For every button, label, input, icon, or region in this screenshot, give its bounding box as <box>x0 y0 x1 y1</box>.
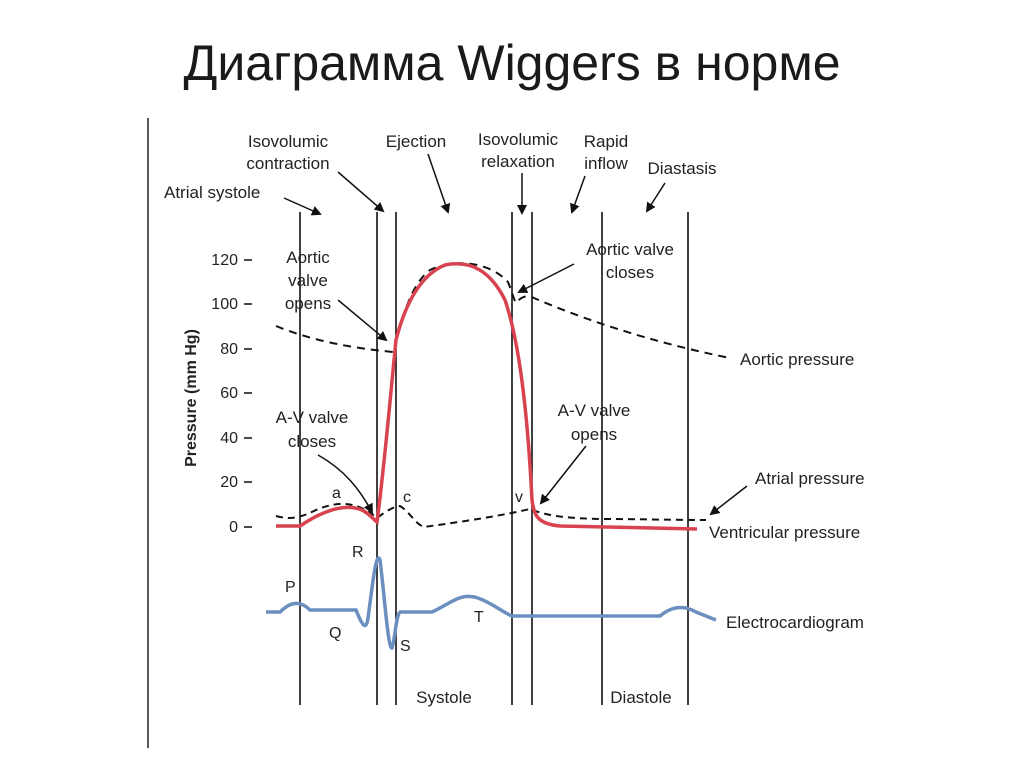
phase-dividers <box>299 212 689 705</box>
label-isovolumic-contraction-1: Isovolumic <box>248 132 329 151</box>
atrial-pressure-curve <box>275 502 707 529</box>
y-tick-60: 60 <box>220 385 238 402</box>
ecg-label-t: T <box>474 609 484 626</box>
ecg-label-q: Q <box>329 625 341 642</box>
label-ventricular-pressure: Ventricular pressure <box>709 523 860 542</box>
label-aortic-pressure: Aortic pressure <box>740 350 854 369</box>
arrow-aortic-valve-closes <box>517 263 575 293</box>
y-axis-label: Pressure (mm Hg) <box>183 329 200 467</box>
atrial-label-v: v <box>515 489 523 506</box>
y-tick-100: 100 <box>211 296 238 313</box>
label-aortic-valve-closes-2: closes <box>606 263 654 282</box>
event-arrows <box>317 263 748 516</box>
label-aortic-valve-opens-3: opens <box>285 294 331 313</box>
label-av-valve-closes-1: A-V valve <box>276 408 349 427</box>
label-diastasis: Diastasis <box>648 159 717 178</box>
label-atrial-systole: Atrial systole <box>164 183 260 202</box>
arrow-isovolumic-contraction <box>337 171 385 213</box>
arrow-av-valve-closes <box>317 454 373 514</box>
arrow-aortic-valve-opens <box>337 299 388 342</box>
label-ejection: Ejection <box>386 132 446 151</box>
label-rapid-inflow-1: Rapid <box>584 132 628 151</box>
phase-arrows <box>283 153 666 216</box>
slide-title: Диаграмма Wiggers в норме <box>183 35 841 91</box>
atrial-label-c: c <box>403 489 411 506</box>
label-rapid-inflow-2: inflow <box>584 154 628 173</box>
label-av-valve-opens-1: A-V valve <box>558 401 631 420</box>
label-isovolumic-relaxation-1: Isovolumic <box>478 130 559 149</box>
ecg-label-r: R <box>352 544 364 561</box>
y-tick-20: 20 <box>220 474 238 491</box>
y-tick-0: 0 <box>229 519 238 536</box>
label-aortic-valve-opens-2: valve <box>288 271 328 290</box>
y-tick-120: 120 <box>211 252 238 269</box>
label-isovolumic-relaxation-2: relaxation <box>481 152 555 171</box>
label-atrial-pressure: Atrial pressure <box>755 469 865 488</box>
y-tick-80: 80 <box>220 341 238 358</box>
label-aortic-valve-closes-1: Aortic valve <box>586 240 674 259</box>
atrial-label-a: a <box>332 485 341 502</box>
arrow-atrial-systole <box>283 197 322 216</box>
aortic-pressure-curve <box>275 262 731 359</box>
arrow-diastasis <box>645 182 666 213</box>
arrow-ejection <box>427 153 451 214</box>
ecg-label-s: S <box>400 638 411 655</box>
y-axis-ticks: 120 100 80 60 40 20 0 <box>211 252 238 536</box>
label-systole: Systole <box>416 688 472 707</box>
electrocardiogram-curve <box>266 556 717 650</box>
arrow-rapid-inflow <box>570 175 586 214</box>
label-diastole: Diastole <box>610 688 671 707</box>
arrow-atrial-pressure <box>709 485 748 516</box>
label-isovolumic-contraction-2: contraction <box>246 154 329 173</box>
y-tick-40: 40 <box>220 430 238 447</box>
label-electrocardiogram: Electrocardiogram <box>726 613 864 632</box>
label-av-valve-opens-2: opens <box>571 425 617 444</box>
label-av-valve-closes-2: closes <box>288 432 336 451</box>
arrow-av-valve-opens <box>539 445 587 505</box>
label-aortic-valve-opens-1: Aortic <box>286 248 330 267</box>
y-axis-tick-marks <box>244 259 252 528</box>
ecg-label-p: P <box>285 579 296 596</box>
